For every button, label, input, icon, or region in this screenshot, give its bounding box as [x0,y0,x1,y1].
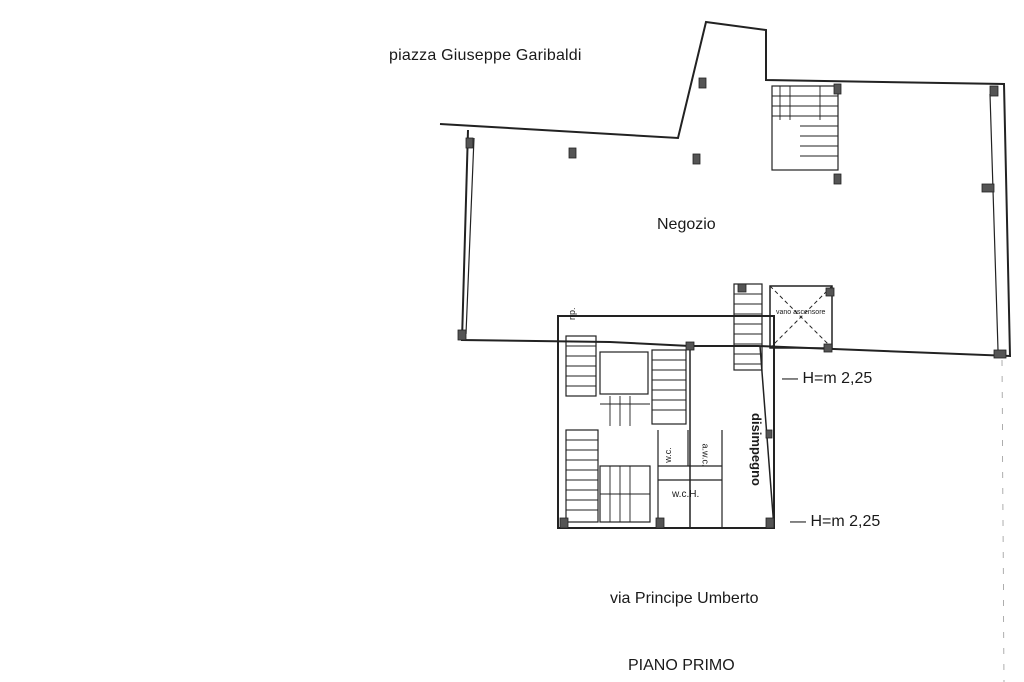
pillar [692,153,701,165]
height-label-upper: — H=m 2,25 [782,370,873,387]
height-label-lower: — H=m 2,25 [790,513,881,530]
stair-top-treads [772,86,838,157]
stair-mid [599,351,649,395]
stair-central [733,283,763,371]
shop-inner-wall [465,93,999,351]
elevator-cross [769,285,833,349]
pillar [685,341,695,351]
stair-mid-treads [600,359,686,522]
pillar [765,429,773,439]
pillar [698,77,707,89]
stair-central-treads [734,293,762,365]
room-label-elevator: vano ascensore [776,309,826,316]
room-label-wch: w.c.H. [672,489,700,500]
service-block-wall [557,315,775,529]
pillar [737,283,747,293]
pillar [993,349,1007,359]
elevator-shaft [769,285,833,349]
page-edge-line [1001,359,1005,682]
pillar [989,85,999,97]
pillar [559,517,569,529]
room-label-corridor: disimpegno [748,413,764,486]
street-label-bottom: via Principe Umberto [610,590,759,607]
room-label-wc: w.c. [662,447,673,463]
pillar [465,137,474,149]
room-label-negozio: Negozio [657,216,716,233]
stair-mid-2 [651,349,687,425]
pillar [825,287,835,297]
room-label-np: np. [567,307,577,320]
pillar [457,329,467,341]
pillar [833,173,842,185]
street-label-top: piazza Giuseppe Garibaldi [389,47,582,64]
pillar [655,517,665,529]
pillar [568,147,577,159]
shop-outer-wall [439,20,1012,358]
stair-top [771,85,839,171]
pillar [823,343,833,353]
pillar [765,517,775,529]
stair-left-lower [565,429,599,523]
pillar [833,83,842,95]
pillar [981,183,995,193]
stair-left-treads [566,345,598,511]
room-label-awc: a.w.c. [700,443,711,467]
wc-walls [657,430,723,528]
floor-title: PIANO PRIMO [628,657,735,674]
